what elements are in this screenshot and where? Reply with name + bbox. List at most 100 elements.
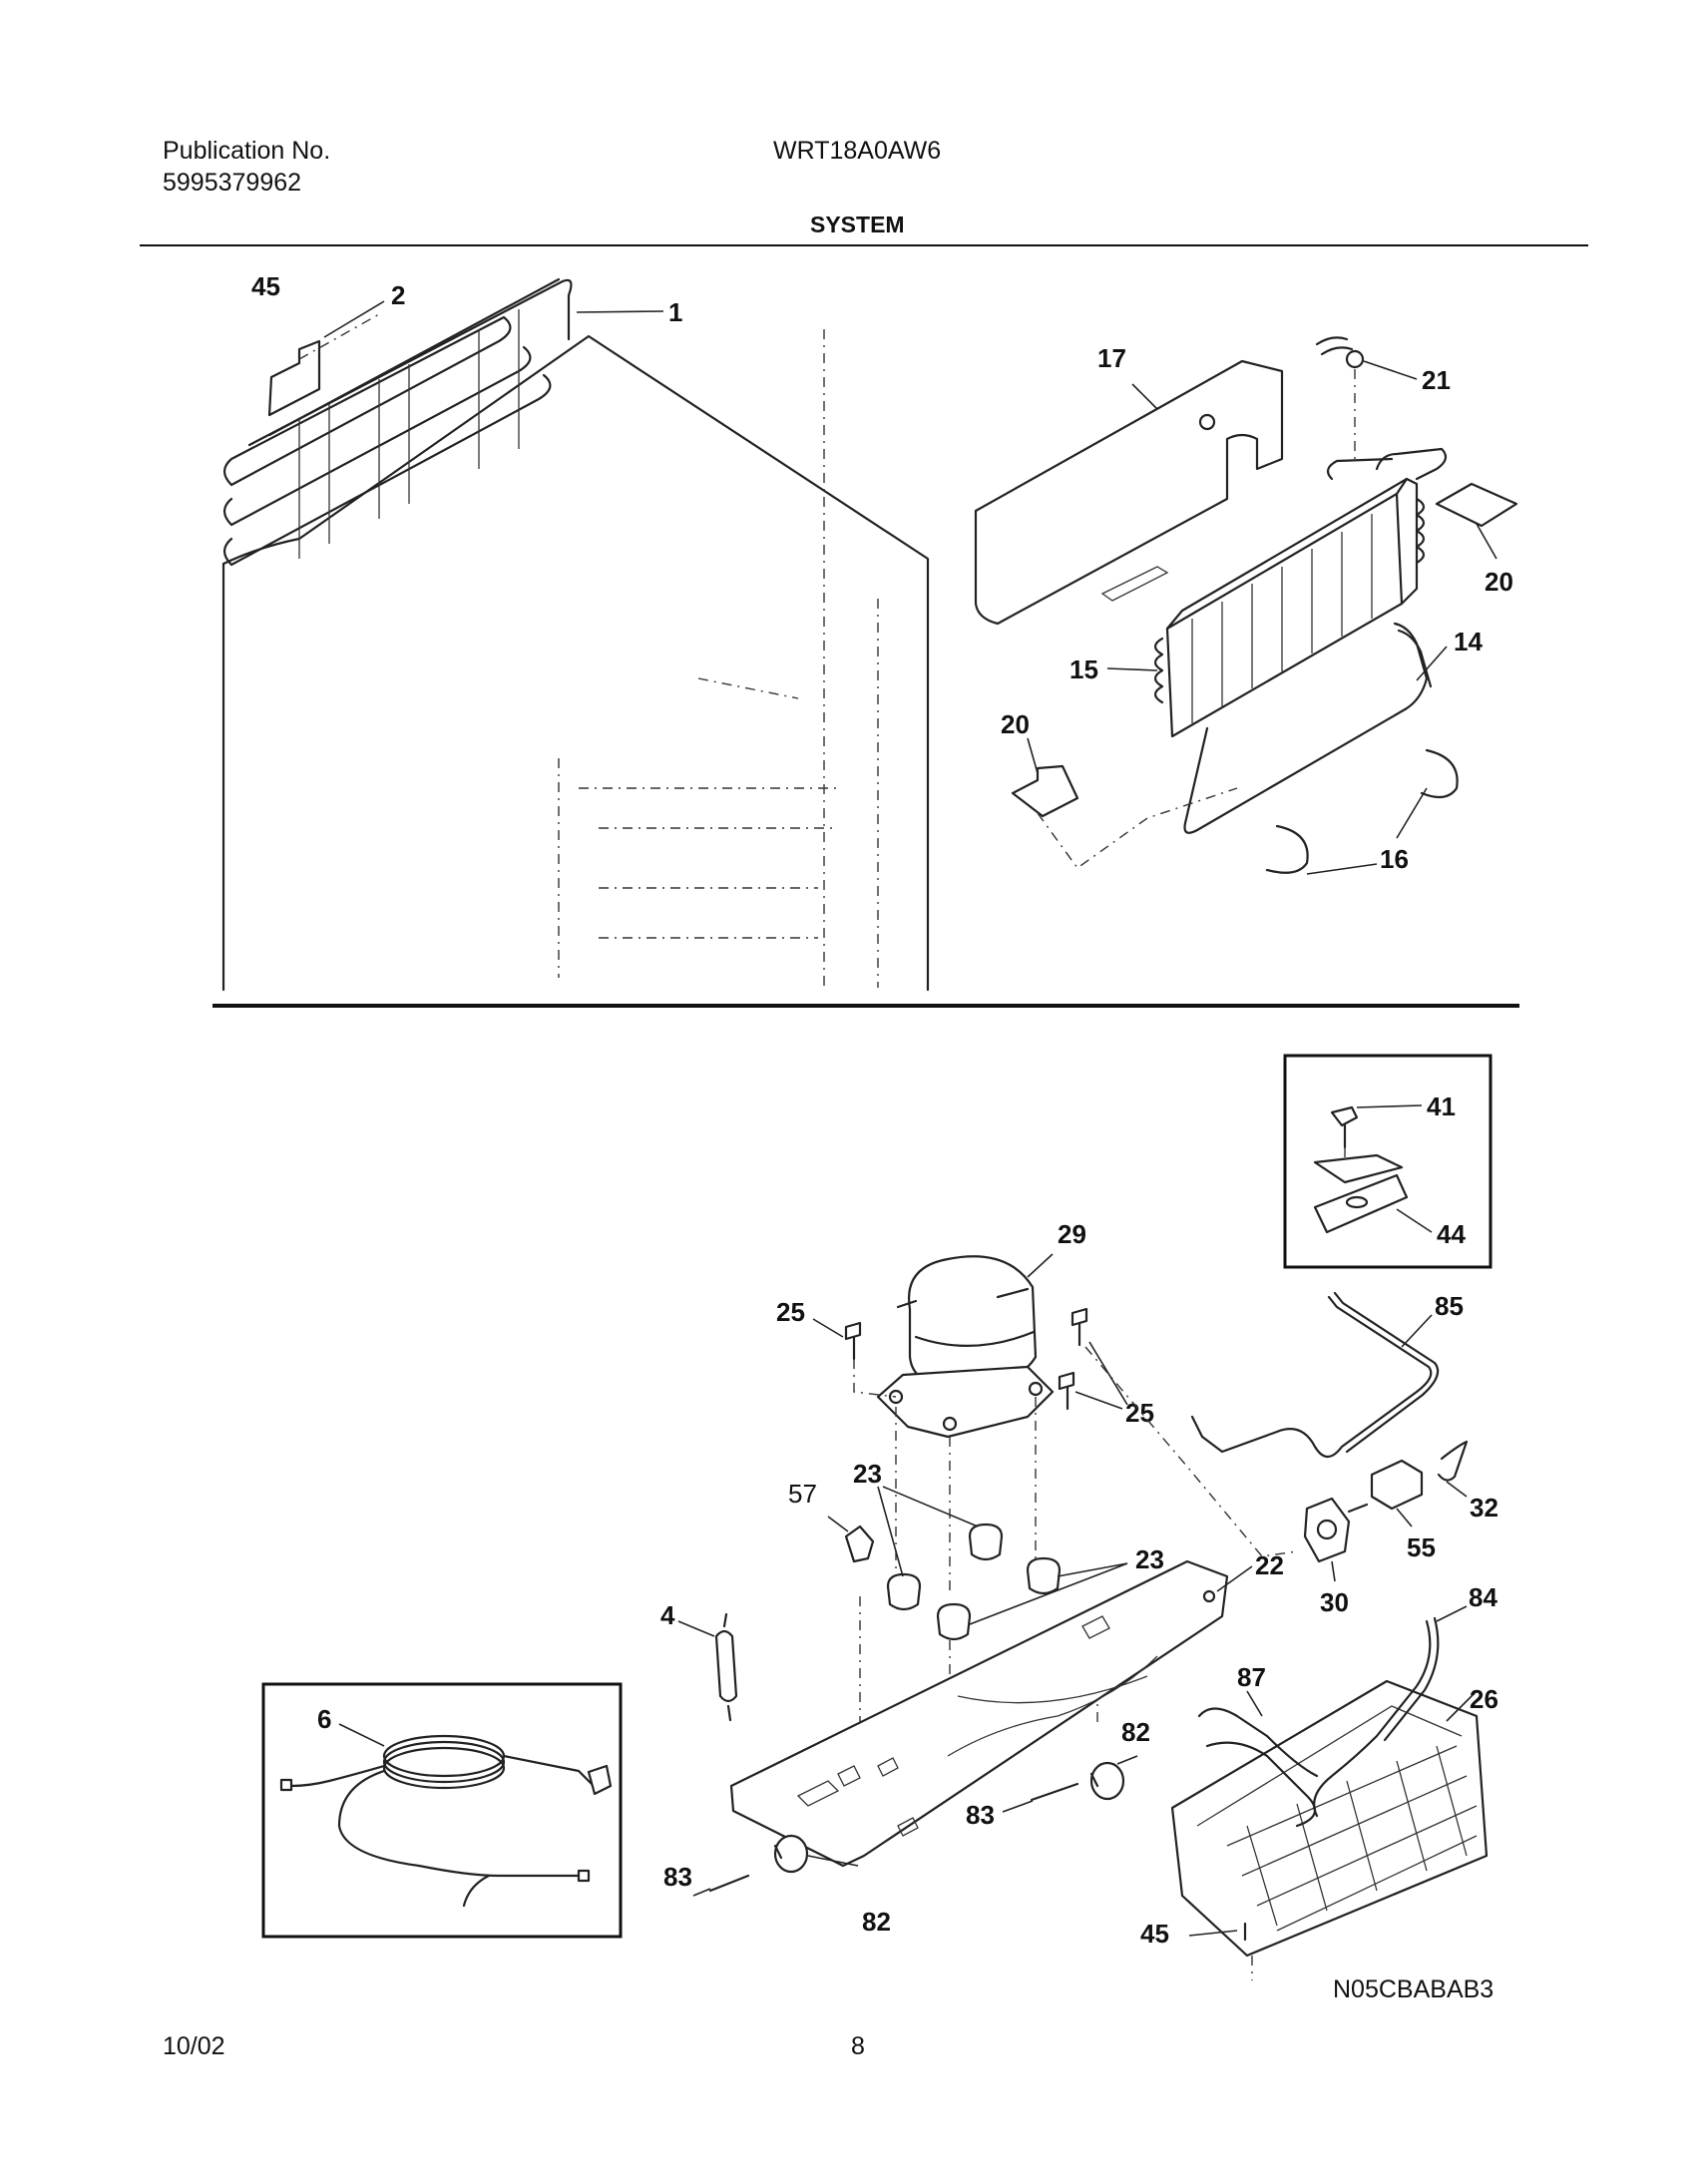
model-number: WRT18A0AW6 xyxy=(773,137,942,165)
callout-number: 82 xyxy=(1121,1717,1150,1747)
screw xyxy=(844,1321,862,1361)
label-tag xyxy=(267,339,321,417)
callout-32: 32 xyxy=(1446,1481,1498,1523)
callout-number: 44 xyxy=(1437,1219,1466,1249)
relay xyxy=(1303,1497,1351,1563)
callout-15: 15 xyxy=(1069,655,1158,684)
foam-pad-lower xyxy=(1011,764,1079,818)
callout-20-right: 20 xyxy=(1476,523,1513,597)
callout-6: 6 xyxy=(317,1704,385,1747)
callout-number: 57 xyxy=(788,1479,817,1509)
callout-number: 16 xyxy=(1380,844,1409,874)
callout-number: 85 xyxy=(1435,1291,1464,1321)
callout-number: 41 xyxy=(1427,1092,1456,1121)
callout-number: 55 xyxy=(1407,1532,1436,1562)
grommet xyxy=(1026,1556,1062,1595)
callout-number: 83 xyxy=(966,1800,995,1830)
callout-number: 15 xyxy=(1069,655,1098,684)
grommet xyxy=(936,1602,972,1641)
base-plate xyxy=(729,1559,1229,1868)
discharge-tube xyxy=(1190,1295,1433,1459)
callout-number: 82 xyxy=(862,1907,891,1937)
publication-number: 5995379962 xyxy=(163,169,302,197)
callout-number: 30 xyxy=(1320,1587,1349,1617)
callout-21: 21 xyxy=(1363,360,1451,395)
inset-power-cord-box xyxy=(261,1682,623,1939)
callout-17: 17 xyxy=(1097,343,1158,410)
callout-85: 85 xyxy=(1401,1291,1464,1348)
callout-number: 45 xyxy=(251,271,280,301)
callout-number: 87 xyxy=(1237,1662,1266,1692)
callout-number: 23 xyxy=(853,1459,882,1489)
clip xyxy=(844,1525,875,1563)
callout-23-lower: 23 xyxy=(969,1544,1164,1625)
screw xyxy=(1058,1371,1075,1411)
diagram-code: N05CBABAB3 xyxy=(1333,1975,1494,2003)
callout-number: 20 xyxy=(1485,567,1513,597)
callout-1: 1 xyxy=(576,297,682,327)
callout-number: 1 xyxy=(668,297,682,327)
callout-26: 26 xyxy=(1446,1684,1498,1722)
cover-clip xyxy=(1437,1440,1469,1482)
defrost-tube xyxy=(1313,1619,1432,1818)
callout-number: 21 xyxy=(1422,365,1451,395)
callout-number: 25 xyxy=(776,1297,805,1327)
section-divider xyxy=(213,1004,1519,1008)
callout-55: 55 xyxy=(1396,1508,1436,1562)
callout-number: 29 xyxy=(1058,1219,1086,1249)
condenser-coil xyxy=(222,277,573,567)
callout-20-left: 20 xyxy=(1001,709,1039,774)
filter-drier xyxy=(714,1612,738,1722)
callout-number: 83 xyxy=(663,1862,692,1892)
drain-line xyxy=(1205,1741,1317,1828)
callout-number: 6 xyxy=(317,1704,331,1734)
inset-bracket-box xyxy=(1283,1054,1493,1269)
overload xyxy=(1370,1459,1424,1511)
evaporator xyxy=(1153,447,1448,738)
drain-pan xyxy=(1170,1679,1489,1958)
callout-number: 32 xyxy=(1470,1493,1498,1523)
callout-23-upper: 23 xyxy=(853,1459,979,1577)
callout-45-bottom: 45 xyxy=(1140,1919,1238,1949)
callout-number: 4 xyxy=(660,1600,675,1630)
callout-30: 30 xyxy=(1320,1560,1349,1617)
callout-44: 44 xyxy=(1396,1208,1466,1249)
callout-number: 84 xyxy=(1469,1582,1497,1612)
footer-date: 10/02 xyxy=(163,2032,225,2060)
callout-number: 23 xyxy=(1135,1544,1164,1574)
leveling-foot xyxy=(773,1834,809,1874)
defrost-heater xyxy=(1183,622,1429,834)
drier-fitting xyxy=(1315,336,1365,459)
callout-22: 22 xyxy=(1216,1550,1284,1592)
callout-25-left: 25 xyxy=(776,1297,844,1338)
callout-57: 57 xyxy=(788,1479,849,1532)
page-number: 8 xyxy=(851,2032,865,2060)
callout-83-left: 83 xyxy=(663,1862,711,1897)
callout-number: 17 xyxy=(1097,343,1126,373)
cabinet-outline xyxy=(221,329,930,992)
callout-82-left: 82 xyxy=(807,1855,891,1937)
callout-number: 20 xyxy=(1001,709,1030,739)
grommet xyxy=(886,1572,922,1611)
callout-87: 87 xyxy=(1237,1662,1266,1717)
foam-pad-upper xyxy=(1435,482,1518,528)
callout-number: 14 xyxy=(1454,627,1483,656)
section-title: SYSTEM xyxy=(810,212,905,237)
heater-clip-left xyxy=(1265,824,1309,874)
callout-number: 22 xyxy=(1255,1550,1284,1580)
heater-clip-right xyxy=(1420,748,1459,799)
callout-number: 45 xyxy=(1140,1919,1169,1949)
callout-45-top: 45 xyxy=(251,271,280,301)
publication-label: Publication No. xyxy=(163,137,331,165)
compressor xyxy=(876,1255,1055,1439)
header-rule xyxy=(140,244,1588,246)
callout-29: 29 xyxy=(1027,1219,1086,1278)
pin xyxy=(708,1874,750,1893)
screw xyxy=(1070,1307,1088,1347)
callout-82-right: 82 xyxy=(1116,1717,1150,1765)
pin xyxy=(1030,1782,1079,1802)
callout-83-right: 83 xyxy=(966,1800,1034,1830)
callout-16: 16 xyxy=(1306,787,1428,875)
callout-41: 41 xyxy=(1356,1092,1456,1121)
callout-14: 14 xyxy=(1416,627,1483,681)
